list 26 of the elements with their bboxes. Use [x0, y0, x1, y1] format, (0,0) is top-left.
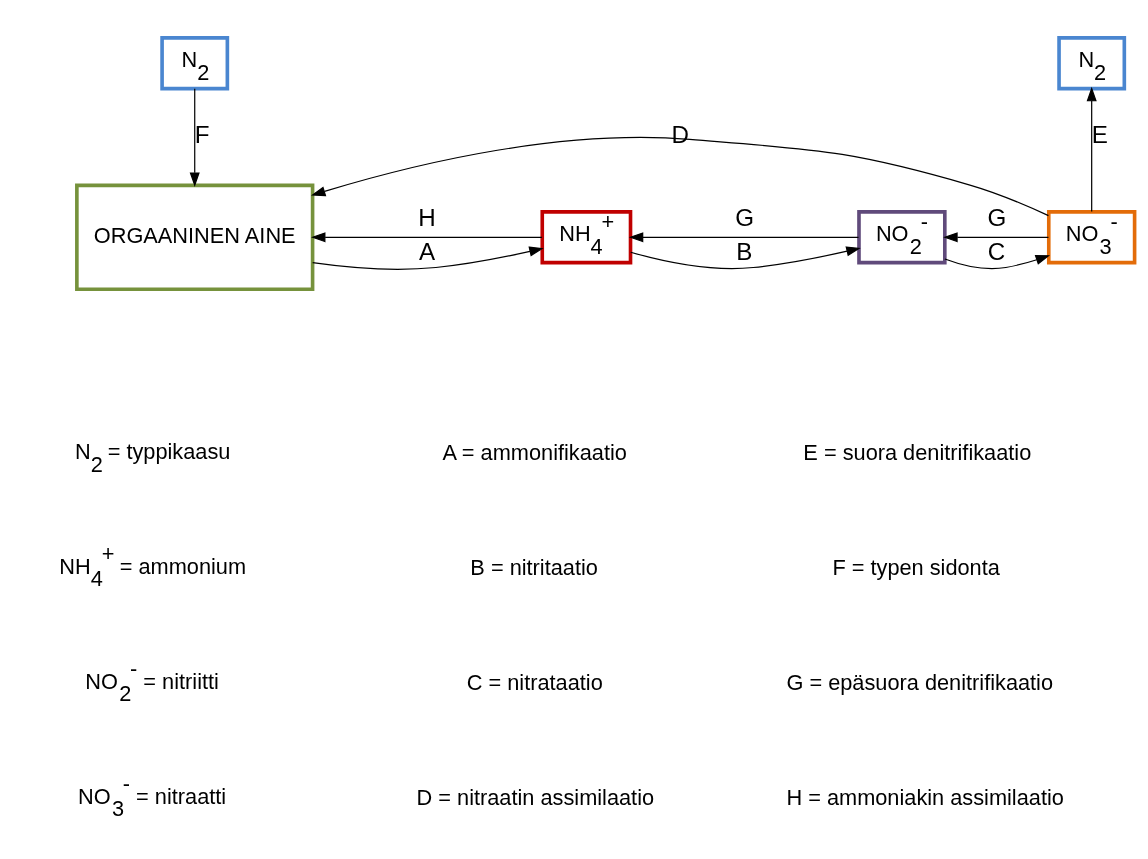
label: H = ammoniakin assimilaatio — [786, 784, 1064, 810]
edge-label: A — [418, 238, 436, 266]
arrow — [310, 232, 543, 243]
edge-label: E — [1091, 121, 1108, 148]
node-box: ORGAANINEN AINE — [75, 183, 315, 292]
arrow — [943, 232, 1050, 243]
edge-label: G — [735, 204, 755, 232]
arrow — [310, 137, 1050, 217]
label: G = epäsuora denitrifikaatio — [786, 669, 1054, 695]
edge-label: H — [418, 204, 436, 232]
arrow — [944, 255, 1051, 270]
label: A = ammonifikaatio — [442, 440, 627, 466]
label: D = nitraatin assimilaatio — [416, 784, 655, 810]
label: F = typen sidonta — [832, 555, 1000, 581]
edge-label: C — [987, 238, 1006, 266]
arrow — [1086, 86, 1097, 213]
arrow — [189, 88, 200, 187]
arrow — [628, 232, 860, 243]
label: B = nitritaatio — [470, 555, 598, 581]
edge-label: F — [194, 121, 210, 148]
label: C = nitrataatio — [466, 669, 603, 695]
label: E = suora denitrifikaatio — [803, 440, 1032, 466]
arrow — [630, 246, 861, 270]
edge-label: G — [987, 204, 1007, 232]
arrow — [312, 246, 544, 270]
edge-label: B — [736, 238, 753, 266]
